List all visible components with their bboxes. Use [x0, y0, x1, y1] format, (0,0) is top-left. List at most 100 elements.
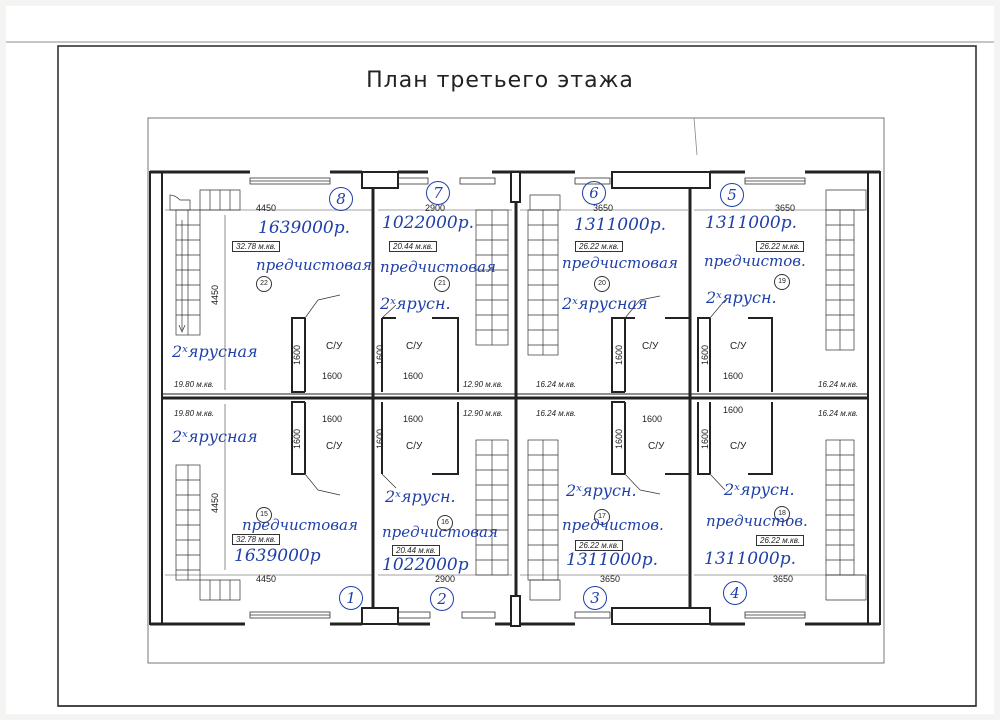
dim-width-unit1: 4450	[256, 574, 277, 584]
area-label-17: 26.22 м.кв.	[575, 540, 624, 551]
room-number-18: 18	[774, 506, 790, 522]
area-label-21: 20.44 м.кв.	[389, 241, 438, 252]
bathroom-label-7: С/У	[406, 341, 423, 352]
area-label-hall-5: 16.24 м.кв.	[818, 380, 859, 389]
dim-width-unit5: 3650	[775, 203, 796, 213]
unit2-finish: предчистовая	[382, 523, 498, 541]
unit1-price: 1639000р	[234, 546, 321, 566]
room-number-21: 21	[434, 276, 450, 292]
bathroom-label-4: С/У	[730, 441, 747, 452]
unit3-price: 1311000р.	[566, 550, 658, 570]
dim-bath-w-5: 1600	[723, 371, 744, 381]
dim-bath-w-7: 1600	[403, 371, 424, 381]
dim-depth-top: 4450	[210, 284, 221, 306]
area-label-hall-7: 12.90 м.кв.	[463, 380, 504, 389]
stair-unit7	[475, 209, 509, 346]
unit-number-8: 8	[329, 187, 353, 211]
area-label-18: 26.22 м.кв.	[756, 535, 805, 546]
area-label-hall-6: 16.24 м.кв.	[536, 380, 577, 389]
stair-unit6	[527, 194, 561, 356]
unit4-price: 1311000р.	[704, 549, 796, 569]
area-label-16: 20.44 м.кв.	[392, 545, 441, 556]
unit2-price: 1022000р	[382, 555, 469, 575]
unit2-tier: 2ˣярусн.	[385, 487, 456, 506]
unit5-tier: 2ˣярусн.	[706, 288, 777, 307]
bathroom-label-2: С/У	[406, 441, 423, 452]
plan-title: План третьего этажа	[366, 68, 634, 93]
dim-bath-w-8: 1600	[322, 371, 343, 381]
dim-bath-h-4: 1600	[700, 428, 711, 450]
room-number-20: 20	[594, 276, 610, 292]
bathroom-label-6: С/У	[642, 341, 659, 352]
plan-boundary	[147, 117, 885, 664]
partition-cap-top-1	[361, 171, 399, 189]
dim-bath-h-7: 1600	[375, 344, 386, 366]
sheet-seam	[693, 117, 698, 156]
dim-bath-h-1: 1600	[292, 428, 303, 450]
unit6-price: 1311000р.	[574, 215, 666, 235]
room-number-15: 15	[256, 507, 272, 523]
stair-unit3	[527, 439, 561, 601]
area-label-hall-2: 12.90 м.кв.	[463, 409, 504, 418]
unit-number-3: 3	[583, 586, 607, 610]
area-label-20: 26.22 м.кв.	[575, 241, 624, 252]
column-top	[510, 171, 521, 203]
area-label-hall-8: 19.80 м.кв.	[174, 380, 215, 389]
room-number-16: 16	[437, 515, 453, 531]
area-label-hall-1: 19.80 м.кв.	[174, 409, 215, 418]
unit7-price: 1022000р.	[382, 213, 474, 233]
room-number-17: 17	[594, 509, 610, 525]
stair-unit2	[475, 439, 509, 576]
unit6-finish: предчистовая	[562, 254, 678, 272]
unit4-tier: 2ˣярусн.	[724, 480, 795, 499]
unit-number-4: 4	[723, 581, 747, 605]
dim-bath-h-5: 1600	[700, 344, 711, 366]
dim-width-unit2: 2900	[435, 574, 456, 584]
unit1-tier: 2ˣярусная	[172, 427, 258, 446]
column-bottom	[510, 595, 521, 627]
partition-cap-bottom-1	[361, 607, 399, 625]
stair-unit8	[169, 189, 241, 336]
dim-depth-bottom: 4450	[210, 492, 221, 514]
room-number-22: 22	[256, 276, 272, 292]
unit8-price: 1639000р.	[258, 218, 350, 238]
stair-unit4	[825, 439, 867, 601]
room-number-19: 19	[774, 274, 790, 290]
unit5-price: 1311000р.	[705, 213, 797, 233]
dim-bath-w-3: 1600	[642, 414, 663, 424]
unit-number-2: 2	[430, 587, 454, 611]
unit7-finish: предчистовая	[380, 258, 496, 276]
unit7-tier: 2ˣярусн.	[380, 294, 451, 313]
unit8-finish: предчистовая	[256, 256, 372, 274]
dim-width-unit7: 2900	[425, 203, 446, 213]
dim-bath-h-6: 1600	[614, 344, 625, 366]
area-label-19: 26.22 м.кв.	[756, 241, 805, 252]
dim-bath-w-2: 1600	[403, 414, 424, 424]
bathroom-label-5: С/У	[730, 341, 747, 352]
unit8-tier: 2ˣярусная	[172, 342, 258, 361]
bathroom-label-1: С/У	[326, 441, 343, 452]
dim-bath-h-2: 1600	[375, 428, 386, 450]
partition-cap-top-2	[611, 171, 711, 189]
unit6-tier: 2ˣярусная	[562, 294, 648, 313]
area-label-hall-4: 16.24 м.кв.	[818, 409, 859, 418]
stair-unit1	[175, 464, 241, 601]
unit3-finish: предчистов.	[562, 516, 664, 534]
dim-width-unit3: 3650	[600, 574, 621, 584]
dim-width-unit6: 3650	[593, 203, 614, 213]
unit-number-1: 1	[339, 586, 363, 610]
dim-bath-h-3: 1600	[614, 428, 625, 450]
bathroom-label-8: С/У	[326, 341, 343, 352]
unit3-tier: 2ˣярусн.	[566, 481, 637, 500]
area-label-hall-3: 16.24 м.кв.	[536, 409, 577, 418]
unit4-finish: предчистов.	[706, 512, 808, 530]
area-label-15: 32.78 м.кв.	[232, 534, 281, 545]
unit-number-6: 6	[582, 181, 606, 205]
dim-bath-h-8: 1600	[292, 344, 303, 366]
unit5-finish: предчистов.	[704, 252, 806, 270]
dim-width-unit8: 4450	[256, 203, 277, 213]
bathrooms	[291, 317, 773, 475]
paper	[6, 6, 994, 714]
